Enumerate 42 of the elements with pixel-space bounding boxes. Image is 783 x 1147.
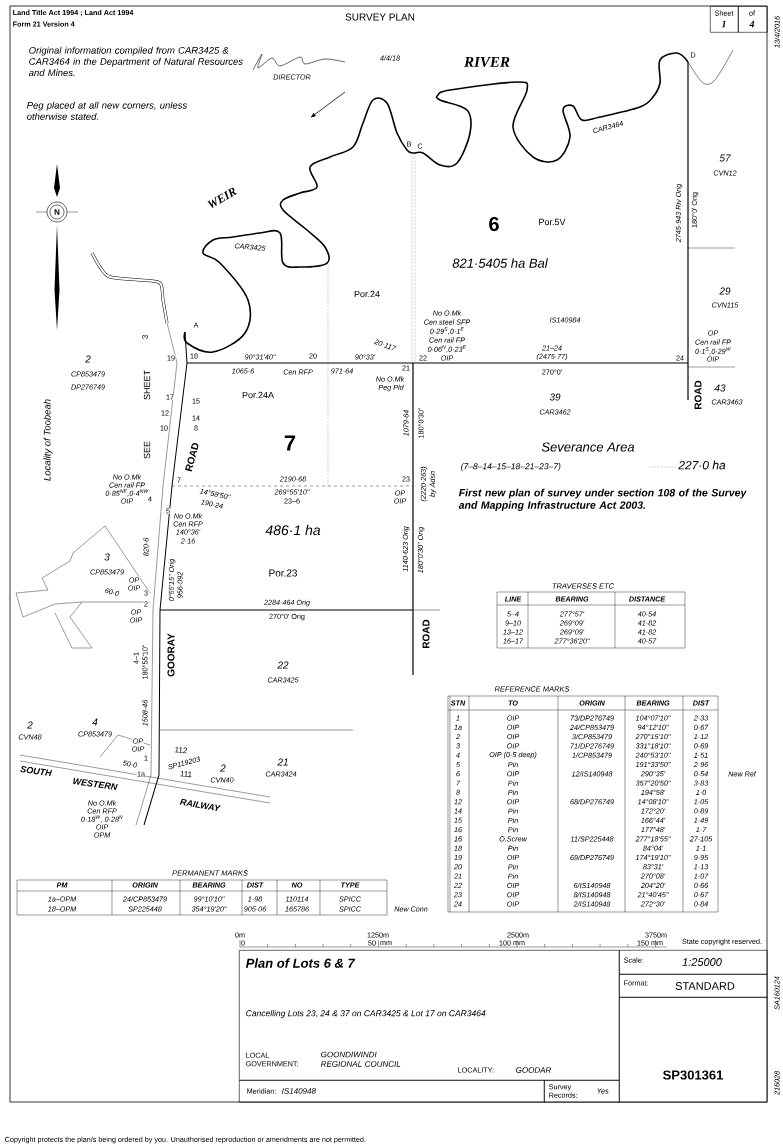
north-letter: N xyxy=(54,209,60,215)
locality-name: Locality of Toobeah xyxy=(43,398,53,482)
lot-number: 2 xyxy=(84,355,92,363)
lot-number: 2 xyxy=(26,721,34,729)
map-label: 111 xyxy=(179,770,193,778)
sheet-reference: SHEET xyxy=(143,369,151,401)
road-name: GOORAY xyxy=(166,632,176,678)
railway-name: SOUTH xyxy=(19,765,53,777)
road-name: ROAD xyxy=(184,441,200,473)
map-label: Por.5V xyxy=(538,218,566,226)
lot-number: 2 xyxy=(219,764,227,772)
lot-number: 57 xyxy=(718,154,732,162)
railway-name: WESTERN xyxy=(71,777,119,791)
road-name: ROAD xyxy=(693,379,703,411)
heading-text: Severance Area xyxy=(540,441,636,453)
lot-number: 22 xyxy=(276,661,290,669)
note-text: Peg placed at all new corners, unless otherwise stated. xyxy=(26,101,193,121)
map-label: (7–8–14–15–18–21–23–7) xyxy=(460,462,562,472)
road-name: ROAD xyxy=(421,618,431,650)
map-label: 112 xyxy=(173,746,189,754)
title-block-cell: SP301361 xyxy=(619,997,768,1103)
river-name: RIVER xyxy=(463,56,511,68)
sheet-reference: 3 xyxy=(141,334,149,340)
sheet-reference: SEE xyxy=(143,440,151,460)
lot-number: 43 xyxy=(713,383,727,393)
lot-number: 29 xyxy=(718,286,732,296)
lot-number: 6 xyxy=(487,216,501,232)
note-text: Original information compiled from CAR3425 & CAR3464 in the Department of Natural Resources and Mines. xyxy=(28,46,245,77)
lot-number: 7 xyxy=(283,434,297,452)
lot-number: 3 xyxy=(103,552,111,562)
map-label: Por.24 xyxy=(353,290,381,298)
area-text: 821·5405 ha Bal xyxy=(451,257,549,269)
plan-title: SURVEY PLAN xyxy=(345,13,415,21)
lot-number: 39 xyxy=(548,392,562,402)
map-label: Por.24A xyxy=(241,391,275,399)
railway-name: RAILWAY xyxy=(179,797,222,813)
lot-number: 4 xyxy=(91,718,99,726)
area-text: 486·1 ha xyxy=(264,524,322,536)
lot-number: 21 xyxy=(276,758,290,766)
map-label: Por.23 xyxy=(268,568,298,578)
note-text: First new plan of survey under section 108 of the Survey and Mapping Infrastructure Act 2003. xyxy=(458,488,750,512)
area-text: 227·0 ha xyxy=(677,460,727,470)
